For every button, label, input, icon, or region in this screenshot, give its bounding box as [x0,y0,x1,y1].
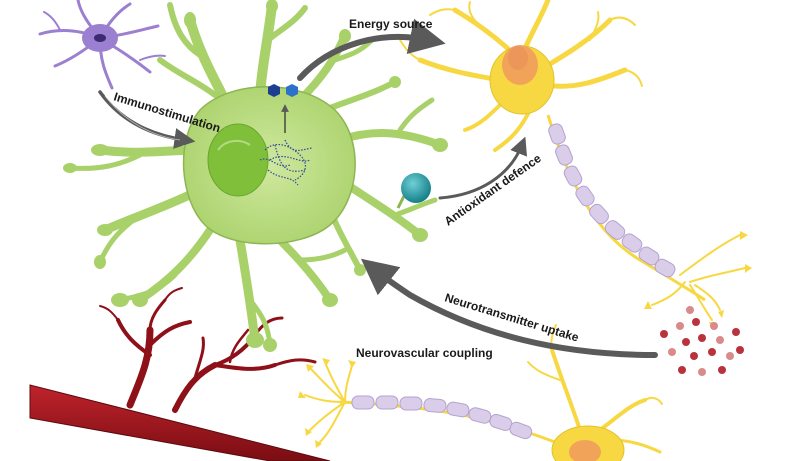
glycogen-granules [259,139,313,186]
antioxidant-sphere [396,173,431,209]
neuron-bottom [298,324,663,461]
astrocyte-nucleus [207,123,269,197]
microglia-nucleus [94,34,106,42]
label-energy-source: Energy source [349,17,433,31]
neuron-top [399,0,643,152]
antioxidant-arrow [438,136,528,200]
neurotransmitter-arrow [360,258,658,358]
neurotransmitter-vesicles [660,306,744,376]
astrocyte-cell [63,0,448,352]
energy-source-arrow [297,18,446,81]
neuron-bottom-nucleus [569,440,601,461]
microglia-cell [38,0,166,90]
blood-vessel [29,287,331,461]
axon-top [546,114,752,330]
label-antioxidant-defence: Antioxidant defence [442,151,544,228]
energy-molecule [268,84,298,97]
label-neurovascular-coupling: Neurovascular coupling [356,346,493,360]
